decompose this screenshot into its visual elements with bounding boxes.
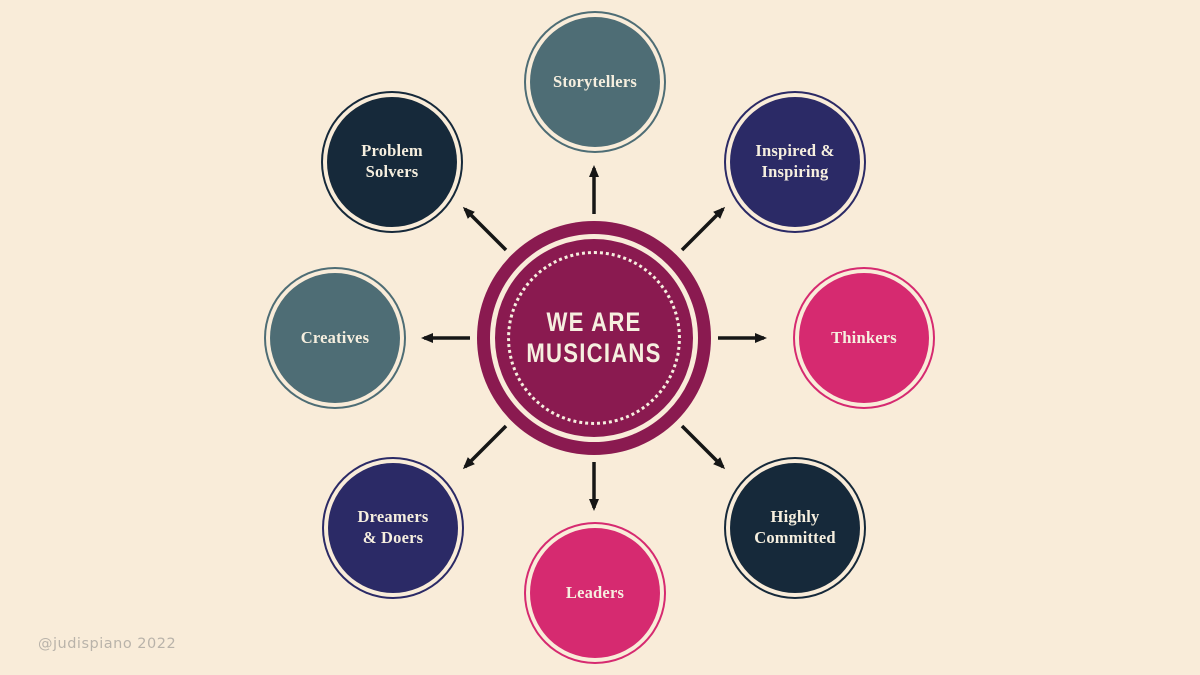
node-problem-solvers: Problem Solvers <box>327 97 457 227</box>
center-title: WE ARE MUSICIANS <box>498 221 690 455</box>
arrow-southeast <box>680 424 726 470</box>
center-title-line1: WE ARE <box>546 306 642 337</box>
node-creatives: Creatives <box>270 273 400 403</box>
center-circle: WE ARE MUSICIANS <box>477 221 711 455</box>
node-label: Highly Committed <box>754 507 836 547</box>
center-title-line2: MUSICIANS <box>526 338 662 368</box>
node-dreamers-doers: Dreamers & Doers <box>328 463 458 593</box>
center-ring <box>490 234 698 442</box>
node-highly-committed: Highly Committed <box>730 463 860 593</box>
watermark: @judispiano 2022 <box>38 636 177 652</box>
node-leaders: Leaders <box>530 528 660 658</box>
node-label: Storytellers <box>553 71 637 91</box>
node-label: Thinkers <box>831 327 897 347</box>
node-label: Problem Solvers <box>361 141 423 181</box>
arrow-northeast <box>680 206 726 252</box>
arrow-northwest <box>462 206 508 252</box>
node-label: Creatives <box>300 327 370 347</box>
node-label: Inspired & Inspiring <box>755 141 835 181</box>
node-inspired-inspiring: Inspired & Inspiring <box>730 97 860 227</box>
node-thinkers: Thinkers <box>799 273 929 403</box>
node-storytellers: Storytellers <box>530 17 660 147</box>
node-label: Leaders <box>565 582 625 602</box>
node-label: Dreamers & Doers <box>357 507 429 547</box>
arrow-southwest <box>462 424 508 470</box>
center-dotted-ring <box>507 251 681 425</box>
